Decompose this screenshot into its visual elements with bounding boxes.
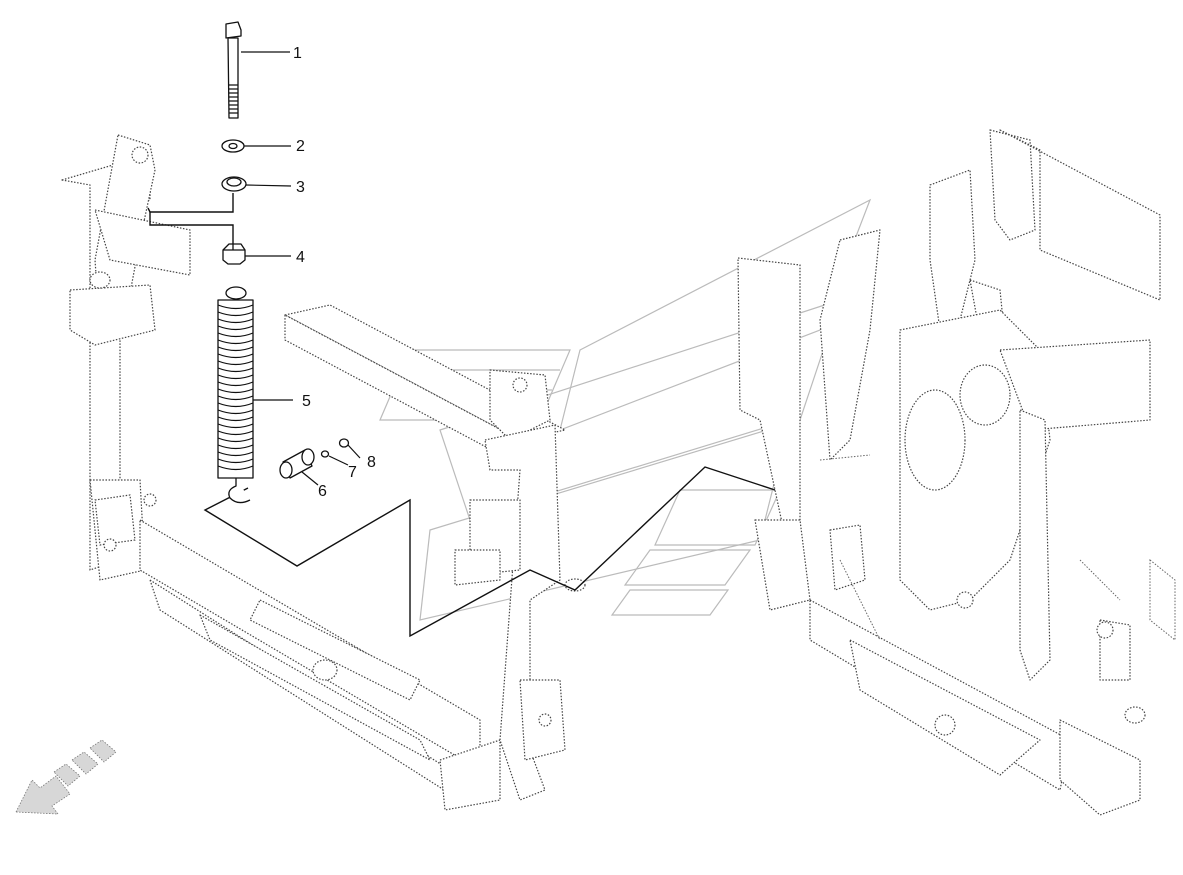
- callout-leader-lines: [241, 51, 361, 486]
- tension-spring-icon: [217, 286, 254, 504]
- hex-nut-icon: [222, 243, 246, 265]
- callout-1: 1: [293, 45, 302, 62]
- lock-washer-icon: [221, 176, 247, 192]
- travel-direction-arrow-icon: [15, 739, 117, 815]
- small-washer-icon: [320, 450, 330, 458]
- right-frame-assembly: [737, 129, 1176, 816]
- center-upright-frame: [284, 304, 586, 801]
- callout-4: 4: [296, 249, 305, 266]
- callout-6: 6: [318, 483, 327, 500]
- assembly-guide-lines: [147, 193, 776, 638]
- callout-8: 8: [367, 454, 376, 471]
- screw-icon: [338, 438, 350, 448]
- bolt-icon: [225, 21, 242, 119]
- callout-5: 5: [302, 393, 311, 410]
- callout-labels: 1 2 3 4 5 6 7 8: [293, 45, 376, 500]
- callout-2: 2: [296, 138, 305, 155]
- callout-7: 7: [348, 464, 357, 481]
- callout-3: 3: [296, 179, 305, 196]
- left-frame-assembly: [61, 134, 501, 811]
- pin-icon: [279, 448, 315, 479]
- washer-icon: [221, 139, 245, 153]
